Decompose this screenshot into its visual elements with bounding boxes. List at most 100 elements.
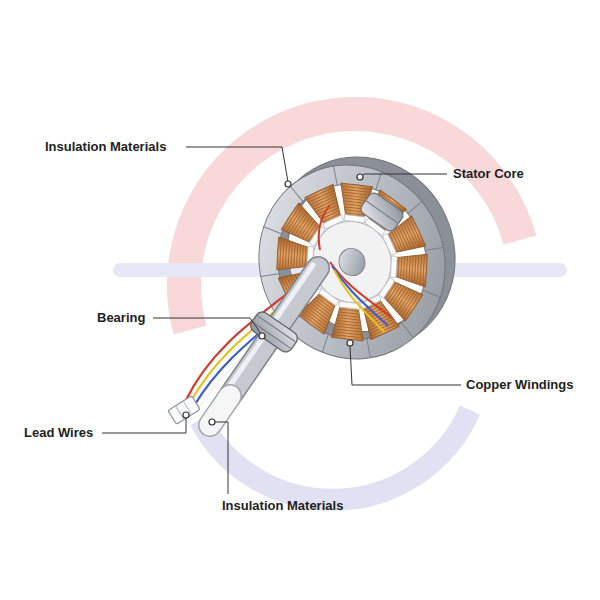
bearing-seam bbox=[366, 201, 399, 224]
copper-coil bbox=[281, 203, 328, 251]
winding-turn bbox=[291, 242, 293, 268]
winding-turn bbox=[403, 257, 404, 280]
winding-turn bbox=[303, 221, 315, 239]
winding-turn bbox=[337, 318, 360, 321]
leader-lines bbox=[102, 147, 461, 494]
leader-line bbox=[362, 174, 447, 176]
leader-dot bbox=[183, 412, 189, 418]
winding-turn bbox=[336, 320, 360, 323]
winding-turn bbox=[395, 289, 409, 310]
winding-turn bbox=[312, 196, 336, 207]
winding-turn bbox=[341, 186, 371, 190]
shaft-highlight bbox=[225, 265, 313, 393]
core-segment-line bbox=[322, 334, 328, 352]
winding-turn bbox=[308, 305, 329, 321]
winding-turn bbox=[398, 226, 409, 249]
winding-turn bbox=[343, 198, 368, 201]
winding-turn bbox=[287, 207, 303, 231]
leader-line bbox=[186, 147, 288, 182]
winding-turn bbox=[405, 221, 417, 248]
winding-turn bbox=[406, 256, 407, 280]
insulation-tip bbox=[319, 288, 339, 305]
winding-turn bbox=[302, 311, 326, 329]
winding-turn bbox=[300, 313, 325, 332]
winding-turn bbox=[403, 223, 415, 249]
lead-wires bbox=[186, 262, 328, 409]
part-label: Insulation Materials bbox=[45, 139, 166, 155]
connector-housing bbox=[168, 396, 200, 424]
winding-turn bbox=[335, 326, 362, 329]
core-segment-line bbox=[290, 186, 302, 201]
winding-turn bbox=[393, 287, 406, 307]
leader-line bbox=[350, 346, 461, 385]
winding-turn bbox=[295, 214, 309, 235]
leader-line bbox=[215, 422, 228, 494]
wire bbox=[334, 270, 384, 332]
part-label: Bearing bbox=[97, 310, 145, 326]
core-segment-line bbox=[261, 274, 279, 277]
winding-turn bbox=[342, 189, 371, 192]
winding-turn bbox=[306, 307, 328, 324]
winding-turn bbox=[285, 240, 287, 269]
leader-dot bbox=[357, 174, 363, 180]
sleeve-outline bbox=[210, 396, 230, 425]
core-segment-line bbox=[334, 166, 338, 185]
leader-dot bbox=[285, 181, 291, 187]
winding-turn bbox=[299, 245, 300, 268]
winding-turn bbox=[391, 286, 404, 305]
blue-swoosh bbox=[200, 410, 470, 500]
winding-turn bbox=[403, 293, 420, 319]
core-segment-line bbox=[401, 323, 413, 338]
winding-turn bbox=[314, 199, 337, 210]
wire bbox=[330, 262, 392, 318]
leader-dot bbox=[209, 419, 215, 425]
wire-connector bbox=[168, 396, 200, 424]
winding-turn bbox=[312, 301, 331, 315]
winding-turn bbox=[412, 256, 414, 282]
winding-turn bbox=[280, 238, 282, 269]
winding-turn bbox=[409, 256, 411, 281]
winding-turn bbox=[401, 292, 417, 316]
winding-turn bbox=[401, 257, 402, 278]
core-segment-line bbox=[423, 290, 441, 297]
winding-turn bbox=[423, 255, 425, 286]
insulation-tip bbox=[379, 278, 395, 299]
winding-turn bbox=[399, 291, 414, 314]
winding-turn bbox=[297, 216, 310, 236]
winding-turn bbox=[396, 228, 406, 250]
leader-line bbox=[102, 418, 186, 433]
insulation-tip bbox=[390, 256, 397, 278]
part-label: Stator Core bbox=[453, 166, 524, 182]
shaft-body bbox=[230, 268, 318, 396]
winding-turn bbox=[332, 334, 362, 338]
background-swoosh bbox=[120, 114, 560, 500]
winding-turn bbox=[310, 193, 335, 205]
core-segment-line bbox=[408, 201, 422, 213]
wire bbox=[186, 262, 322, 400]
winding-turn bbox=[414, 255, 416, 283]
insulation-tip bbox=[382, 234, 396, 256]
winding-turn bbox=[409, 218, 423, 247]
leader-dots bbox=[183, 174, 363, 425]
front-bearing bbox=[248, 309, 300, 354]
part-label: Copper Windings bbox=[466, 377, 574, 393]
winding bbox=[332, 306, 365, 340]
leader-dot bbox=[259, 333, 265, 339]
insulation-tip bbox=[309, 226, 325, 247]
winding-turn bbox=[284, 205, 301, 231]
winding-turn bbox=[334, 329, 362, 332]
winding-turn bbox=[294, 243, 296, 268]
wire bbox=[332, 266, 388, 326]
wire bbox=[319, 205, 330, 250]
bearing-body bbox=[248, 309, 300, 354]
winding-turn bbox=[304, 309, 327, 326]
winding-turn bbox=[342, 192, 370, 195]
insulation-sleeve bbox=[210, 396, 230, 425]
winding-turn bbox=[398, 257, 399, 277]
winding-turn bbox=[338, 315, 360, 318]
winding-turn bbox=[296, 244, 297, 268]
insulation-tip bbox=[344, 215, 365, 223]
winding bbox=[396, 251, 428, 287]
